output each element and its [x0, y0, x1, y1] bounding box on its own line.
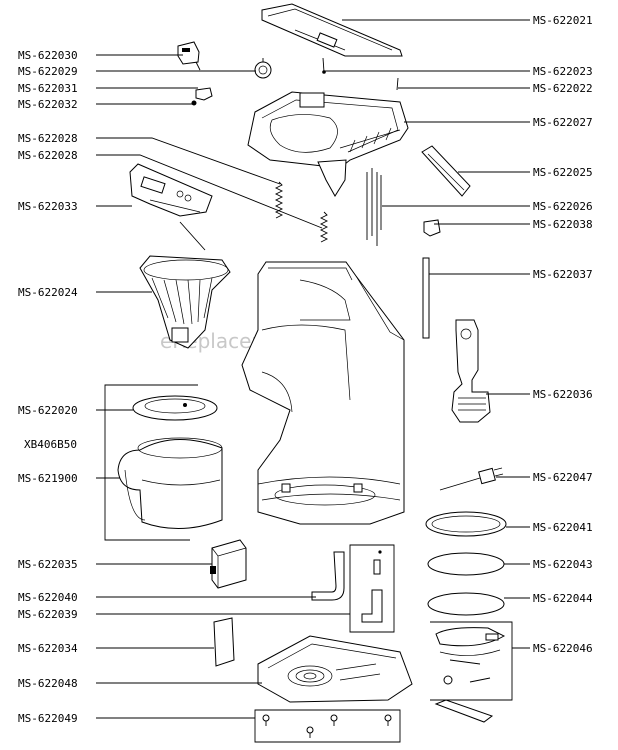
part-label: MS-622028: [18, 149, 78, 162]
part-label: MS-622026: [533, 200, 593, 213]
part-springs: [274, 181, 329, 243]
part-filter-basket: [139, 255, 231, 349]
part-handle: [421, 145, 471, 197]
part-label: MS-622038: [533, 218, 593, 231]
part-label: MS-622032: [18, 98, 78, 111]
part-rod: [422, 257, 430, 339]
part-label: MS-622024: [18, 286, 78, 299]
part-heating-element: [451, 319, 491, 423]
left-part-labels: MS-622030 MS-622029 MS-622031 MS-622032 …: [18, 49, 78, 725]
part-label: MS-622030: [18, 49, 78, 62]
part-reservoir-top: [247, 91, 409, 197]
part-label: MS-622036: [533, 388, 593, 401]
part-label: MS-622049: [18, 712, 78, 725]
part-label: MS-621900: [18, 472, 78, 485]
part-label: MS-622039: [18, 608, 78, 621]
part-label: MS-622020: [18, 404, 78, 417]
part-label: MS-622028: [18, 132, 78, 145]
part-label: MS-622035: [18, 558, 78, 571]
part-label: MS-622033: [18, 200, 78, 213]
part-label: MS-622046: [533, 642, 593, 655]
part-gasket-ring: [425, 511, 507, 537]
part-bottom-blade: [434, 699, 494, 723]
part-bracket: [423, 219, 441, 237]
part-label: MS-622027: [533, 116, 593, 129]
part-lid: [261, 3, 403, 57]
part-label: MS-622029: [18, 65, 78, 78]
part-label: MS-622023: [533, 65, 593, 78]
part-label: MS-622047: [533, 471, 593, 484]
part-label: MS-622044: [533, 592, 593, 605]
part-label: MS-622048: [18, 677, 78, 690]
part-label: MS-622034: [18, 642, 78, 655]
part-label: MS-622043: [533, 558, 593, 571]
part-o-ring: [427, 552, 505, 576]
part-hotplate-assembly: [430, 621, 513, 701]
part-label: XB406B50: [24, 438, 77, 451]
part-label: MS-622041: [533, 521, 593, 534]
part-elbow-hose: [311, 551, 345, 601]
part-carafe-lid: [132, 395, 218, 421]
part-label: MS-622031: [18, 82, 78, 95]
part-switch-knob: [177, 41, 201, 71]
leader-lines: [96, 19, 530, 719]
carafe-group-bracket: [104, 384, 198, 541]
part-base-plate: [257, 635, 413, 703]
part-tubes: [366, 168, 382, 246]
part-insulation-sheet: [213, 617, 235, 667]
part-screws: [254, 709, 401, 743]
part-label: MS-622022: [533, 82, 593, 95]
part-label: MS-622025: [533, 166, 593, 179]
part-main-body: [241, 261, 405, 525]
part-power-cord: [439, 467, 504, 491]
part-label: MS-622037: [533, 268, 593, 281]
part-clip: [191, 87, 213, 106]
part-pins: [322, 57, 399, 91]
right-part-labels: MS-622021 MS-622023 MS-622022 MS-622027 …: [533, 14, 593, 655]
part-carafe: [117, 437, 223, 529]
part-switch-block: [210, 539, 247, 589]
part-hose-group: [349, 544, 395, 633]
part-dial: [254, 58, 272, 79]
part-label: MS-622040: [18, 591, 78, 604]
part-control-panel: [129, 163, 213, 251]
part-label: MS-622021: [533, 14, 593, 27]
part-warming-plate: [427, 592, 505, 616]
